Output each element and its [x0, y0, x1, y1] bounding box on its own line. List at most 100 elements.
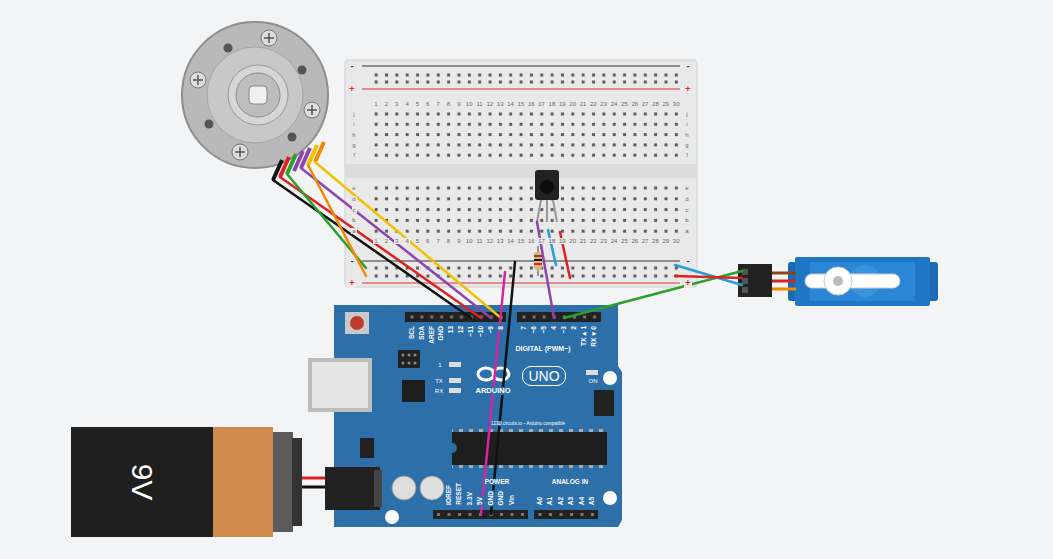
- row-letter: c: [685, 207, 690, 213]
- column-number: 3: [394, 238, 399, 244]
- pin-label: GND: [438, 325, 445, 341]
- row-letter: h: [684, 132, 689, 138]
- header-title: DIGITAL (PWM~): [514, 345, 571, 352]
- column-number: 29: [661, 238, 670, 244]
- column-number: 24: [610, 238, 619, 244]
- pin-label: 5V: [477, 496, 484, 506]
- column-number: 1: [373, 101, 378, 107]
- pin-label: RX◂0: [591, 325, 598, 348]
- column-number: 14: [506, 101, 515, 107]
- column-number: 14: [506, 238, 515, 244]
- column-number: 22: [589, 238, 598, 244]
- column-number: 22: [589, 101, 598, 107]
- jumper-wires: [273, 162, 742, 514]
- row-letter: j: [352, 111, 355, 117]
- column-number: 8: [446, 238, 451, 244]
- column-number: 10: [465, 238, 474, 244]
- pin-label: 8: [498, 325, 505, 331]
- column-number: 25: [620, 238, 629, 244]
- column-number: 26: [630, 101, 639, 107]
- rail-polarity: -: [686, 257, 691, 266]
- battery-voltage: 9V: [127, 464, 157, 501]
- pin-label: 12: [458, 325, 465, 334]
- rail-polarity: +: [348, 279, 355, 288]
- pin-label: ~9: [488, 325, 495, 334]
- row-letter: j: [685, 111, 688, 117]
- pin-label: A1: [547, 496, 554, 506]
- rail-polarity: -: [686, 62, 691, 71]
- rail-polarity: -: [350, 257, 355, 266]
- row-letter: b: [684, 217, 689, 223]
- column-number: 23: [599, 238, 608, 244]
- board-note: 123D.circuits.io – Arduino compatible: [490, 422, 566, 427]
- column-number: 18: [548, 238, 557, 244]
- led-label: RX: [434, 388, 444, 394]
- row-letter: d: [351, 196, 356, 202]
- column-number: 17: [537, 238, 546, 244]
- column-number: 11: [475, 238, 483, 244]
- column-number: 21: [579, 238, 588, 244]
- rail-polarity: -: [350, 62, 355, 71]
- row-letter: g: [684, 142, 689, 148]
- column-number: 16: [527, 238, 536, 244]
- led-label: TX: [434, 378, 444, 384]
- pin-label: TX▸1: [581, 325, 588, 347]
- pin-label: 3.3V: [467, 491, 474, 506]
- breadboard: [345, 60, 697, 287]
- brand-text: ARDUINO: [475, 387, 512, 395]
- row-letter: e: [351, 185, 356, 191]
- pin-label: A4: [579, 496, 586, 506]
- column-number: 21: [579, 101, 588, 107]
- rail-polarity: +: [684, 279, 691, 288]
- pin-label: IOREF: [446, 484, 453, 506]
- row-letter: c: [352, 207, 357, 213]
- column-number: 25: [620, 101, 629, 107]
- column-number: 17: [537, 101, 546, 107]
- pin-label: ~11: [468, 325, 475, 338]
- pin-label: AREF: [429, 325, 436, 345]
- column-number: 30: [672, 101, 681, 107]
- pin-label: ~5: [541, 325, 548, 334]
- rail-polarity: +: [684, 85, 691, 94]
- pin-label: ~6: [531, 325, 538, 334]
- column-number: 30: [672, 238, 681, 244]
- column-number: 9: [456, 101, 461, 107]
- column-number: 8: [446, 101, 451, 107]
- column-number: 3: [394, 101, 399, 107]
- battery: [213, 427, 325, 537]
- column-number: 12: [486, 101, 495, 107]
- column-number: 5: [415, 238, 420, 244]
- column-number: 2: [384, 101, 389, 107]
- row-letter: f: [352, 152, 356, 158]
- column-number: 27: [641, 238, 650, 244]
- pin-label: SCL: [409, 325, 416, 340]
- led-label: 1: [437, 362, 442, 368]
- row-letter: i: [352, 121, 355, 127]
- column-number: 13: [496, 238, 505, 244]
- column-number: 18: [548, 101, 557, 107]
- column-number: 29: [661, 101, 670, 107]
- column-number: 20: [568, 238, 577, 244]
- rail-polarity: +: [348, 85, 355, 94]
- pin-label: A2: [558, 496, 565, 506]
- row-letter: g: [351, 142, 356, 148]
- column-number: 27: [641, 101, 650, 107]
- pin-label: ~10: [478, 325, 485, 338]
- pin-label: A3: [568, 496, 575, 506]
- encoder-motor: [182, 22, 328, 180]
- pin-label: GND: [488, 490, 495, 506]
- column-number: 24: [610, 101, 619, 107]
- column-number: 7: [435, 101, 440, 107]
- column-number: 15: [517, 238, 526, 244]
- column-number: 2: [384, 238, 389, 244]
- column-number: 26: [630, 238, 639, 244]
- column-number: 23: [599, 101, 608, 107]
- model-badge: UNO: [522, 366, 566, 386]
- column-number: 28: [651, 101, 660, 107]
- column-number: 16: [527, 101, 536, 107]
- row-letter: h: [351, 132, 356, 138]
- row-letter: a: [684, 228, 689, 234]
- model-name: UNO: [528, 369, 559, 383]
- servo-motor: [738, 257, 938, 306]
